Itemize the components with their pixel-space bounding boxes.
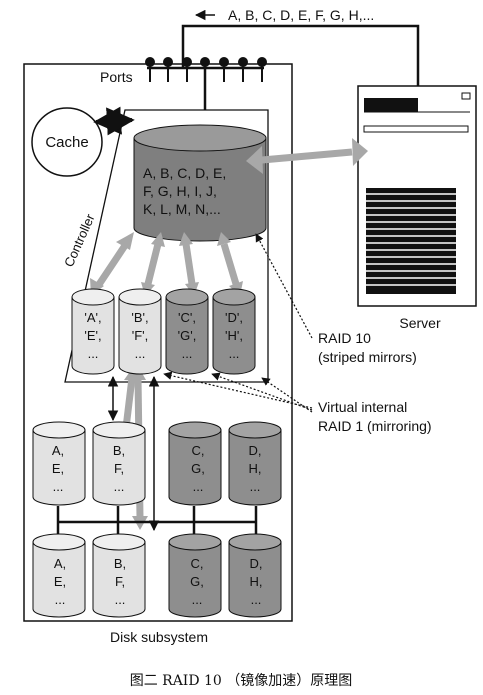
pdisk-top-d-line3: ...	[250, 479, 261, 494]
pdisk-top-b-line3: ...	[114, 479, 125, 494]
pdisk-bottom-d-line1: D,	[250, 556, 263, 571]
virtual-disk-row: 'A', 'E', ... 'B', 'F', ... 'C', 'G', ..…	[71, 288, 256, 375]
raid10-sublabel: (striped mirrors)	[318, 349, 417, 365]
physical-disk-row-bottom: A, E, ... B, F, ... C, G, ... D, H, ...	[32, 533, 282, 618]
vdisk-c-line1: 'C',	[178, 310, 196, 325]
physical-disk-bottom-b: B, F, ...	[92, 533, 146, 618]
controller-box	[64, 109, 269, 383]
pdisk-top-a-line3: ...	[53, 479, 64, 494]
pdisk-top-c-line3: ...	[193, 479, 204, 494]
cache: Cache	[31, 107, 103, 177]
vdisk-c-line3: ...	[182, 346, 193, 361]
server-label: Server	[399, 315, 441, 331]
disk-subsystem-box	[23, 63, 293, 622]
cache-label: Cache	[45, 134, 88, 151]
vdisk-d-line3: ...	[229, 346, 240, 361]
vdisk-d-line1: 'D',	[225, 310, 243, 325]
pdisk-top-a-line1: A,	[52, 443, 64, 458]
pdisk-top-b-line2: F,	[114, 461, 124, 476]
raid10-virtual-disk: A, B, C, D, E, F, G, H, I, J, K, L, M, N…	[133, 124, 267, 242]
pdisk-bottom-b-line2: F,	[115, 574, 125, 589]
pdisk-bottom-c-line3: ...	[192, 592, 203, 607]
big-disk-line-2: F, G, H, I, J,	[143, 183, 217, 199]
pdisk-top-c-line2: G,	[191, 461, 205, 476]
ports-label: Ports	[100, 69, 133, 85]
raid10-label: RAID 10	[318, 330, 371, 346]
pdisk-top-c-line1: C,	[192, 443, 205, 458]
physical-disk-top-c: C, G, ...	[168, 421, 222, 506]
vdisk-b-line2: 'F',	[132, 328, 149, 343]
pdisk-bottom-d-line2: H,	[250, 574, 263, 589]
mirror-arrows	[107, 375, 160, 532]
vdisk-a-line2: 'E',	[84, 328, 101, 343]
pdisk-bottom-b-line1: B,	[114, 556, 126, 571]
physical-disk-bottom-d: D, H, ...	[228, 533, 282, 618]
vdisk-a-line3: ...	[88, 346, 99, 361]
pdisk-top-d-line2: H,	[249, 461, 262, 476]
big-disk-line-1: A, B, C, D, E,	[143, 165, 226, 181]
big-disk-line-3: K, L, M, N,...	[143, 201, 221, 217]
physical-disk-bottom-a: A, E, ...	[32, 533, 86, 618]
cache-controller-arrow	[93, 106, 135, 136]
pdisk-bottom-a-line3: ...	[55, 592, 66, 607]
raid1-sublabel: RAID 1 (mirroring)	[318, 418, 432, 434]
physical-disk-top-b: B, F, ...	[92, 421, 146, 506]
vdisk-c-line2: 'G',	[178, 328, 197, 343]
disk-subsystem-label: Disk subsystem	[110, 629, 208, 645]
internal-disk-bus	[56, 506, 258, 540]
pointer-lines	[163, 233, 313, 413]
vdisk-b-line1: 'B',	[131, 310, 148, 325]
physical-disk-top-d: D, H, ...	[228, 421, 282, 506]
physical-disk-bottom-c: C, G, ...	[168, 533, 222, 618]
port-dots	[145, 57, 267, 67]
data-sequence-label: A, B, C, D, E, F, G, H,...	[228, 7, 374, 23]
vdisk-d-line2: 'H',	[225, 328, 243, 343]
virtual-disk-c: 'C', 'G', ...	[165, 288, 209, 375]
virtual-disk-d: 'D', 'H', ...	[212, 288, 256, 375]
pdisk-bottom-a-line2: E,	[54, 574, 66, 589]
pdisk-bottom-d-line3: ...	[251, 592, 262, 607]
server: Server	[357, 85, 477, 331]
pdisk-bottom-c-line1: C,	[191, 556, 204, 571]
vdisk-b-line3: ...	[135, 346, 146, 361]
physical-disk-row-top: A, E, ... B, F, ... C, G, ... D, H, ...	[32, 421, 282, 506]
pdisk-top-a-line2: E,	[52, 461, 64, 476]
virtual-disk-b: 'B', 'F', ...	[118, 288, 162, 375]
pdisk-top-d-line1: D,	[249, 443, 262, 458]
pdisk-bottom-c-line2: G,	[190, 574, 204, 589]
vdisk-a-line1: 'A',	[84, 310, 101, 325]
pdisk-bottom-b-line3: ...	[115, 592, 126, 607]
pdisk-top-b-line1: B,	[113, 443, 125, 458]
virtual-disk-a: 'A', 'E', ...	[71, 288, 115, 375]
pdisk-bottom-a-line1: A,	[54, 556, 66, 571]
server-arrow	[261, 148, 353, 164]
physical-disk-top-a: A, E, ...	[32, 421, 86, 506]
raid1-label: Virtual internal	[318, 399, 407, 415]
figure-caption: 图二 RAID 10 （镜像加速）原理图	[130, 673, 353, 689]
